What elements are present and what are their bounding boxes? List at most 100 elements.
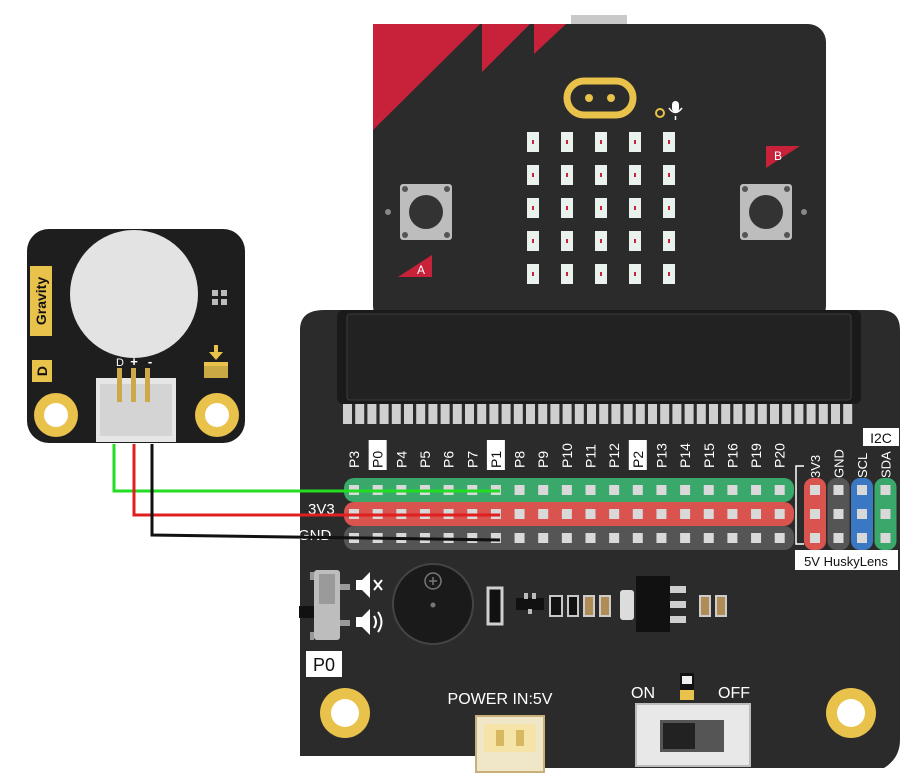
header-pin [703,509,714,519]
header-pin [880,533,891,543]
header-pin [703,533,714,543]
edge-pin [794,404,804,424]
edge-pin [343,404,352,424]
header-pin [857,485,867,495]
header-pin [680,509,691,519]
led [561,264,573,284]
module-sensor [70,230,198,358]
button-a[interactable] [385,184,452,240]
edge-pin [367,404,377,424]
module-pads [212,290,227,305]
edge-pin [623,404,633,424]
header-pin [703,485,714,495]
edge-pin [843,404,853,424]
mounting-hole-left [320,688,370,738]
header-pin [632,509,643,519]
logo-dot [607,94,615,102]
pin-label-highlight [628,440,647,470]
edge-pin [696,404,706,424]
header-pin [680,485,691,495]
right-header-label: SDA [879,451,894,478]
header-pin [880,509,891,519]
edge-pin [818,404,828,424]
header-pin [727,485,738,495]
led [561,165,573,185]
led [527,198,539,218]
edge-pin [611,404,621,424]
header-bracket [795,465,804,545]
pin-label-highlight [368,440,387,470]
power-in-label: POWER IN:5V [448,691,553,708]
pin-mark-d: D [116,357,124,369]
header-pin [585,485,596,495]
smd-components [486,576,727,632]
led [561,231,573,251]
led [663,231,675,251]
edge-pin [440,404,450,424]
edge-pin [562,404,572,424]
header-pin [656,509,667,519]
led [663,264,675,284]
huskylens-label: 5V HuskyLens [804,554,888,569]
header-pin [774,485,785,495]
header-pin [880,485,891,495]
brand-label-box [30,266,52,336]
pin-label: P9 [535,451,551,468]
header-pin [833,485,844,495]
led [629,132,641,152]
microphone-icon [668,101,683,120]
edge-pin [416,404,426,424]
header-pin [609,509,620,519]
pin-label: P11 [583,444,599,468]
speaker-on-icon [356,609,383,635]
led-matrix [527,132,675,284]
button-a-marker [398,255,432,277]
header-pin [810,533,820,543]
led [629,231,641,251]
led [663,165,675,185]
edge-pin [721,404,731,424]
edge-pin [355,404,365,424]
pin-label: P1 [488,451,504,468]
header-pin [514,533,525,543]
off-label: OFF [718,685,750,702]
power-switch[interactable] [635,703,751,767]
edge-pin [770,404,779,424]
edge-pin [806,404,816,424]
led [663,198,675,218]
edge-pin [404,404,413,424]
edge-pin [526,404,535,424]
edge-connector-pins [343,404,853,424]
header-pin [774,533,785,543]
button-a-label: A [417,263,425,277]
header-pin [561,509,572,519]
header-pin [833,533,844,543]
mounting-hole-right [826,688,876,738]
pin-mark-plus: + [130,354,138,369]
right-header-label: SCL [855,453,870,478]
pin-label: P5 [417,451,433,468]
header-pin [810,509,820,519]
power-connector[interactable] [475,715,545,773]
mounting-hole-module-right [195,393,239,437]
edge-pin [379,404,389,424]
edge-pin [635,404,645,424]
microbit-logo [563,77,637,119]
mute-switch[interactable] [299,570,350,640]
header-pin [538,533,549,543]
pin-label: P12 [606,443,622,468]
mic-led-icon [655,108,665,118]
edge-pin [684,404,694,424]
microbit-red-stripe [482,24,530,72]
microbit-red-stripe [534,24,566,54]
header-pin [514,509,525,519]
pin-label: P6 [441,451,457,468]
header-pin [680,533,691,543]
speaker-mute-icon [356,572,383,598]
header-pin [538,485,549,495]
button-b[interactable] [740,184,807,240]
header-pin [656,485,667,495]
microbit: A B [373,15,826,324]
